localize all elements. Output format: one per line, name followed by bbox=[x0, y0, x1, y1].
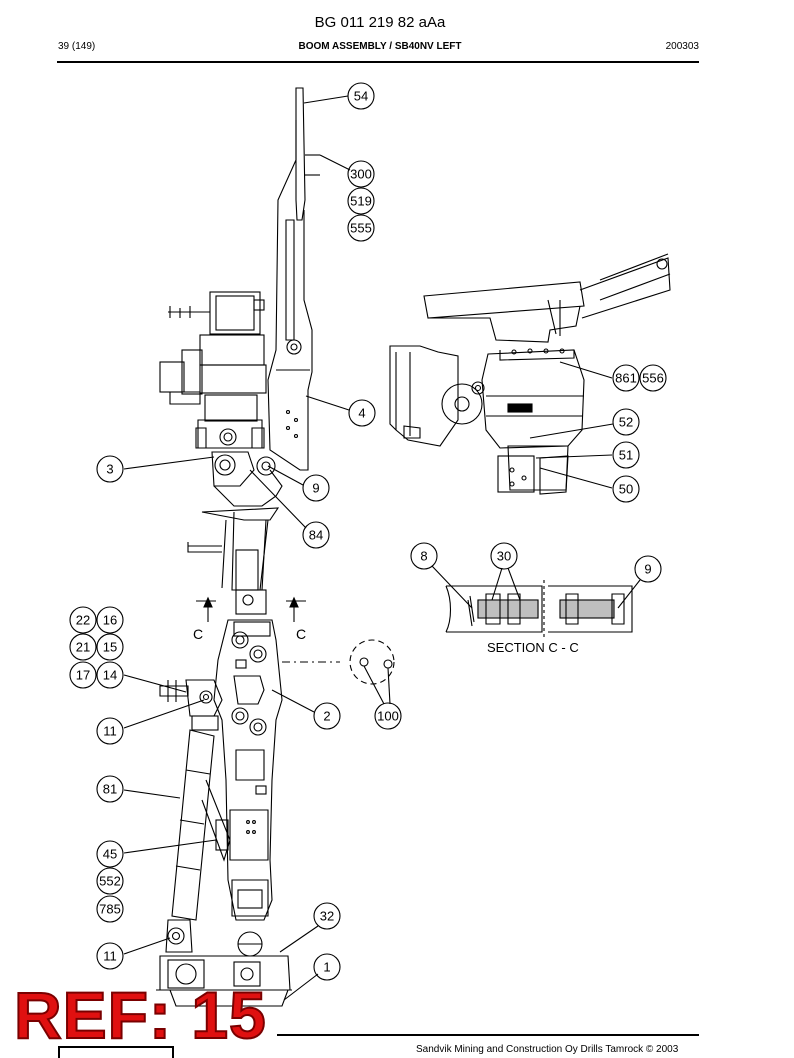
callout-45: 45 bbox=[103, 847, 117, 862]
footer-rule bbox=[277, 1034, 699, 1036]
callout-1: 1 bbox=[323, 960, 330, 975]
callout-785: 785 bbox=[99, 902, 121, 917]
callout-84: 84 bbox=[309, 528, 323, 543]
callout-11-upper: 11 bbox=[103, 724, 117, 739]
callout-15: 15 bbox=[103, 640, 117, 655]
header-rule bbox=[57, 61, 699, 63]
section-cut-marks bbox=[196, 596, 306, 622]
callout-54: 54 bbox=[354, 89, 368, 104]
callout-9-section: 9 bbox=[644, 562, 651, 577]
callout-50: 50 bbox=[619, 482, 633, 497]
ref-stamp: REF: 15 bbox=[13, 978, 267, 1052]
callout-14: 14 bbox=[103, 668, 117, 683]
boom-base bbox=[156, 931, 292, 1007]
callout-2: 2 bbox=[323, 709, 330, 724]
callout-51: 51 bbox=[619, 448, 633, 463]
pin-bracket bbox=[159, 679, 223, 731]
callout-30: 30 bbox=[497, 549, 511, 564]
section-mark-left: C bbox=[193, 626, 203, 642]
detail-view-100 bbox=[282, 639, 395, 685]
footer-copyright: Sandvik Mining and Construction Oy Drill… bbox=[416, 1044, 679, 1055]
rotation-unit bbox=[159, 291, 276, 487]
brand-logo-icon bbox=[58, 1046, 174, 1058]
section-mark-right: C bbox=[296, 626, 306, 642]
rotator-detail-view bbox=[389, 253, 671, 495]
section-title: SECTION C - C bbox=[487, 640, 579, 655]
section-cc-view bbox=[445, 580, 633, 640]
main-boom-body bbox=[213, 619, 283, 921]
callout-21: 21 bbox=[76, 640, 90, 655]
callout-861: 861 bbox=[615, 371, 637, 386]
page-title: BOOM ASSEMBLY / SB40NV LEFT bbox=[298, 41, 462, 52]
leader-lines bbox=[123, 95, 641, 1001]
callout-11-lower: 11 bbox=[103, 949, 117, 964]
callout-556: 556 bbox=[642, 371, 664, 386]
callout-16: 16 bbox=[103, 613, 117, 628]
callout-32: 32 bbox=[320, 909, 334, 924]
callout-52: 52 bbox=[619, 415, 633, 430]
revision-date: 200303 bbox=[665, 41, 699, 52]
tilt-link bbox=[187, 469, 283, 615]
callout-4: 4 bbox=[358, 406, 365, 421]
callout-81: 81 bbox=[103, 782, 117, 797]
document-code: BG 011 219 82 aAa bbox=[314, 14, 446, 31]
callout-100: 100 bbox=[377, 709, 399, 724]
page-number: 39 (149) bbox=[58, 41, 96, 52]
callout-555: 555 bbox=[350, 221, 372, 236]
callout-17: 17 bbox=[76, 668, 90, 683]
callout-22: 22 bbox=[76, 613, 90, 628]
callout-3: 3 bbox=[106, 462, 113, 477]
callout-8: 8 bbox=[420, 549, 427, 564]
callout-bubbles bbox=[69, 82, 667, 981]
callout-300: 300 bbox=[350, 167, 372, 182]
callout-552: 552 bbox=[99, 874, 121, 889]
lift-cylinder bbox=[165, 729, 231, 953]
callout-9-upper: 9 bbox=[312, 481, 319, 496]
callout-labels: 54 300 519 555 4 3 9 84 861 556 52 51 50… bbox=[76, 89, 664, 975]
upper-feed-plate bbox=[267, 87, 320, 471]
callout-519: 519 bbox=[350, 194, 372, 209]
